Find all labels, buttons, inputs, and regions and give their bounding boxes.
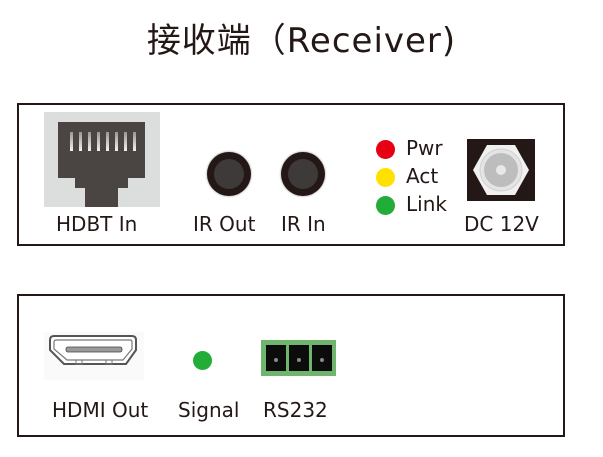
link-led-icon — [376, 196, 395, 215]
phoenix-terminal-icon — [261, 340, 336, 376]
rj45-port-icon — [44, 112, 160, 207]
ir-in-label: IR In — [281, 212, 326, 236]
hdmi-out-label: HDMI Out — [52, 398, 149, 422]
act-led-label: Act — [406, 164, 439, 188]
ir-out-label: IR Out — [193, 212, 256, 236]
rs232-label: RS232 — [263, 398, 328, 422]
pwr-led-label: Pwr — [406, 136, 443, 160]
hdmi-port-icon — [44, 332, 144, 384]
ir-out-jack-icon — [207, 152, 251, 196]
ir-in-jack-icon — [281, 152, 325, 196]
pwr-led-icon — [376, 140, 395, 159]
dc-12v-label: DC 12V — [464, 212, 539, 236]
receiver-front-panel: HDBT In IR Out IR In Pwr Act Link DC 12V — [17, 103, 565, 246]
hdbt-in-label: HDBT In — [56, 212, 138, 236]
dc-power-jack-icon — [467, 139, 535, 201]
act-led-icon — [376, 168, 395, 187]
link-led-label: Link — [406, 192, 447, 216]
receiver-rear-panel: HDMI Out Signal RS232 — [17, 294, 565, 437]
signal-label: Signal — [178, 398, 240, 422]
signal-led-icon — [193, 351, 212, 370]
page-title: 接收端（Receiver) — [146, 21, 457, 61]
